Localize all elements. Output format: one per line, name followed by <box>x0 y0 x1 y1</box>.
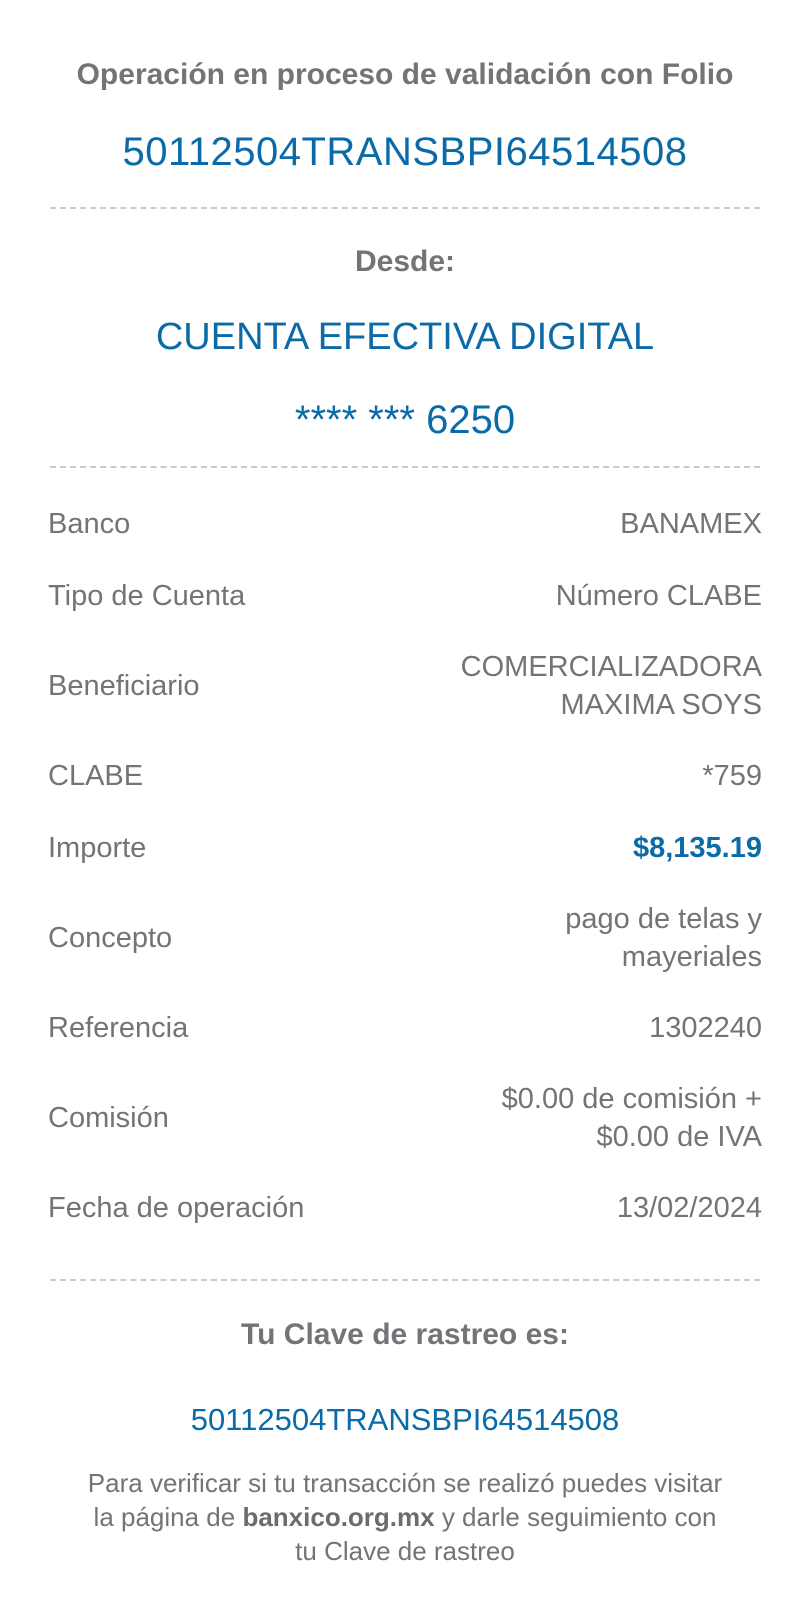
tracking-key-label: Tu Clave de rastreo es: <box>241 1318 569 1351</box>
detail-label: Concepto <box>48 921 173 954</box>
detail-label: Banco <box>48 507 131 540</box>
verification-help-text: Para verificar si tu transacción se real… <box>80 1466 730 1568</box>
banxico-link[interactable]: banxico.org.mx <box>242 1502 435 1532</box>
detail-value-line: $0.00 de comisión + <box>501 1083 762 1115</box>
detail-value: 1302240 <box>649 1012 762 1044</box>
detail-value-line: pago de telas y <box>565 903 762 935</box>
detail-value-line: $0.00 de IVA <box>596 1121 762 1153</box>
detail-value-line: MAXIMA SOYS <box>560 689 762 721</box>
detail-row-clabe: CLABE *759 <box>48 754 762 798</box>
detail-label: Comisión <box>48 1101 169 1134</box>
detail-row-beneficiary: Beneficiario COMERCIALIZADORA MAXIMA SOY… <box>48 646 762 726</box>
detail-label: Fecha de operación <box>48 1191 305 1224</box>
detail-value-line: COMERCIALIZADORA <box>460 651 762 683</box>
detail-row-amount: Importe $8,135.19 <box>48 826 762 870</box>
detail-value: COMERCIALIZADORA MAXIMA SOYS <box>461 648 762 724</box>
detail-value-line: mayeriales <box>621 941 762 973</box>
detail-value: Número CLABE <box>555 580 762 612</box>
detail-row-date: Fecha de operación 13/02/2024 <box>48 1186 762 1230</box>
folio-number: 50112504TRANSBPI64514508 <box>122 130 688 174</box>
help-text-part: y darle seguimiento con tu Clave de rast… <box>295 1502 717 1566</box>
detail-label: Importe <box>48 831 147 864</box>
operation-status-label: Operación en proceso de validación con F… <box>76 58 734 91</box>
detail-value: BANAMEX <box>620 508 762 540</box>
detail-row-bank: Banco BANAMEX <box>48 502 762 546</box>
detail-row-reference: Referencia 1302240 <box>48 1006 762 1050</box>
detail-label: Referencia <box>48 1011 189 1044</box>
detail-value: $0.00 de comisión + $0.00 de IVA <box>502 1080 762 1156</box>
divider <box>50 207 760 209</box>
detail-value: pago de telas y mayeriales <box>565 900 762 976</box>
divider <box>50 1279 760 1281</box>
help-text-part: Para verificar si tu transacción se real… <box>87 1468 723 1532</box>
divider <box>50 466 760 468</box>
detail-label: Beneficiario <box>48 669 200 702</box>
origin-account-number: **** *** 6250 <box>294 398 516 442</box>
from-label: Desde: <box>354 245 456 278</box>
detail-label: CLABE <box>48 759 144 792</box>
detail-row-concept: Concepto pago de telas y mayeriales <box>48 898 762 978</box>
tracking-key-code: 50112504TRANSBPI64514508 <box>190 1402 620 1437</box>
detail-value: *759 <box>702 760 762 792</box>
amount-value: $8,135.19 <box>632 832 762 864</box>
detail-label: Tipo de Cuenta <box>48 579 246 612</box>
detail-value: 13/02/2024 <box>616 1192 762 1224</box>
origin-account-name: CUENTA EFECTIVA DIGITAL <box>155 316 655 358</box>
detail-row-account-type: Tipo de Cuenta Número CLABE <box>48 574 762 618</box>
detail-row-commission: Comisión $0.00 de comisión + $0.00 de IV… <box>48 1078 762 1158</box>
